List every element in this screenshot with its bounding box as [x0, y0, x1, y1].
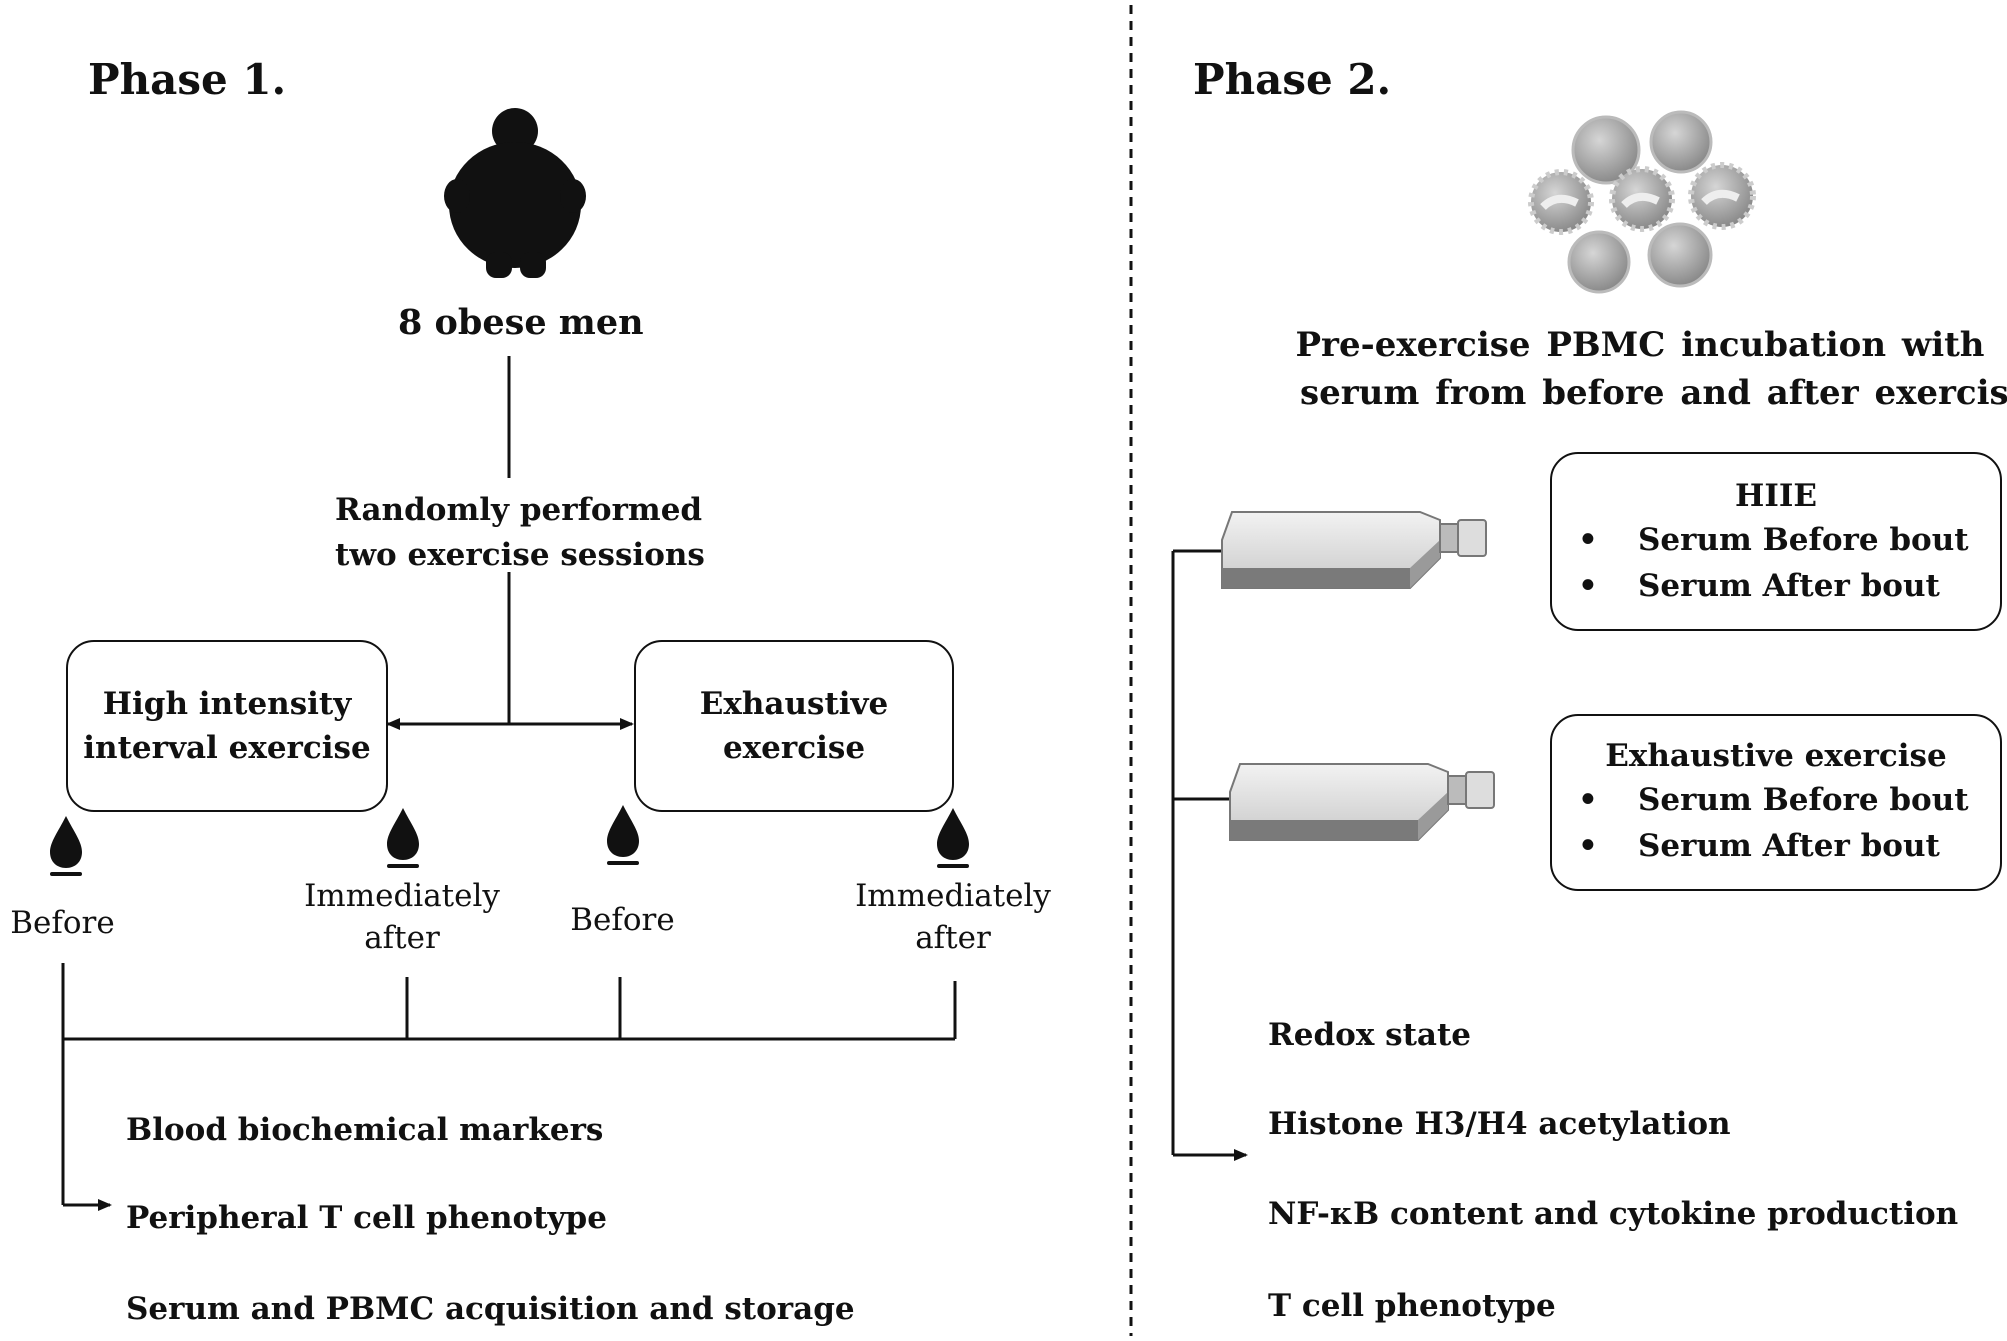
sample-3-label: Before — [570, 902, 675, 938]
sample-4-line2: after — [915, 920, 991, 956]
phase1-outcome-2: Peripheral T cell phenotype — [126, 1200, 607, 1236]
phase1-outcome-3: Serum and PBMC acquisition and storage — [126, 1291, 855, 1327]
hiie-serum-box: HIIE • Serum Before bout • Serum After b… — [1550, 452, 2002, 631]
exhaustive-box-line1: Exhaustive — [699, 686, 889, 722]
phase2-outcome-1: Redox state — [1268, 1017, 1472, 1053]
incubation-line2: serum from before and after exercises — [1300, 373, 2007, 413]
exhaustive-box: Exhaustive exercise — [634, 640, 954, 812]
exhaustive-serum-box: Exhaustive exercise • Serum Before bout … — [1550, 714, 2002, 891]
phase2-outcome-3: NF-κB content and cytokine production — [1268, 1196, 1959, 1232]
phase2-title: Phase 2. — [1193, 55, 1392, 104]
bullet-icon: • — [1578, 782, 1598, 818]
hiie-box: High intensity interval exercise — [66, 640, 388, 812]
phase2-outcome-2: Histone H3/H4 acetylation — [1268, 1106, 1731, 1142]
exhaustive-box-line2: exercise — [722, 730, 866, 766]
hiie-serum-title: HIIE — [1735, 478, 1817, 514]
bullet-icon: • — [1578, 522, 1598, 558]
participants-label: 8 obese men — [398, 302, 644, 343]
incubation-line1: Pre-exercise PBMC incubation with — [1295, 325, 1985, 365]
sample-2-line1: Immediately — [304, 878, 500, 914]
exhaustive-serum-item-2: Serum After bout — [1638, 828, 1940, 864]
bullet-icon: • — [1578, 568, 1598, 604]
hiie-box-line2: interval exercise — [83, 730, 371, 766]
sample-1-label: Before — [10, 905, 115, 941]
hiie-serum-item-2: Serum After bout — [1638, 568, 1940, 604]
phase2-outcome-4: T cell phenotype — [1268, 1288, 1556, 1324]
phase1-outcome-1: Blood biochemical markers — [126, 1112, 604, 1148]
hiie-box-line1: High intensity — [102, 686, 352, 722]
randomization-line1: Randomly performed — [335, 492, 703, 528]
sample-2-line2: after — [364, 920, 440, 956]
exhaustive-serum-title: Exhaustive exercise — [1605, 738, 1947, 774]
bullet-icon: • — [1578, 828, 1598, 864]
exhaustive-serum-item-1: Serum Before bout — [1638, 782, 1969, 818]
hiie-serum-item-1: Serum Before bout — [1638, 522, 1969, 558]
phase1-title: Phase 1. — [88, 55, 287, 104]
sample-4-line1: Immediately — [855, 878, 1051, 914]
randomization-line2: two exercise sessions — [335, 537, 705, 573]
